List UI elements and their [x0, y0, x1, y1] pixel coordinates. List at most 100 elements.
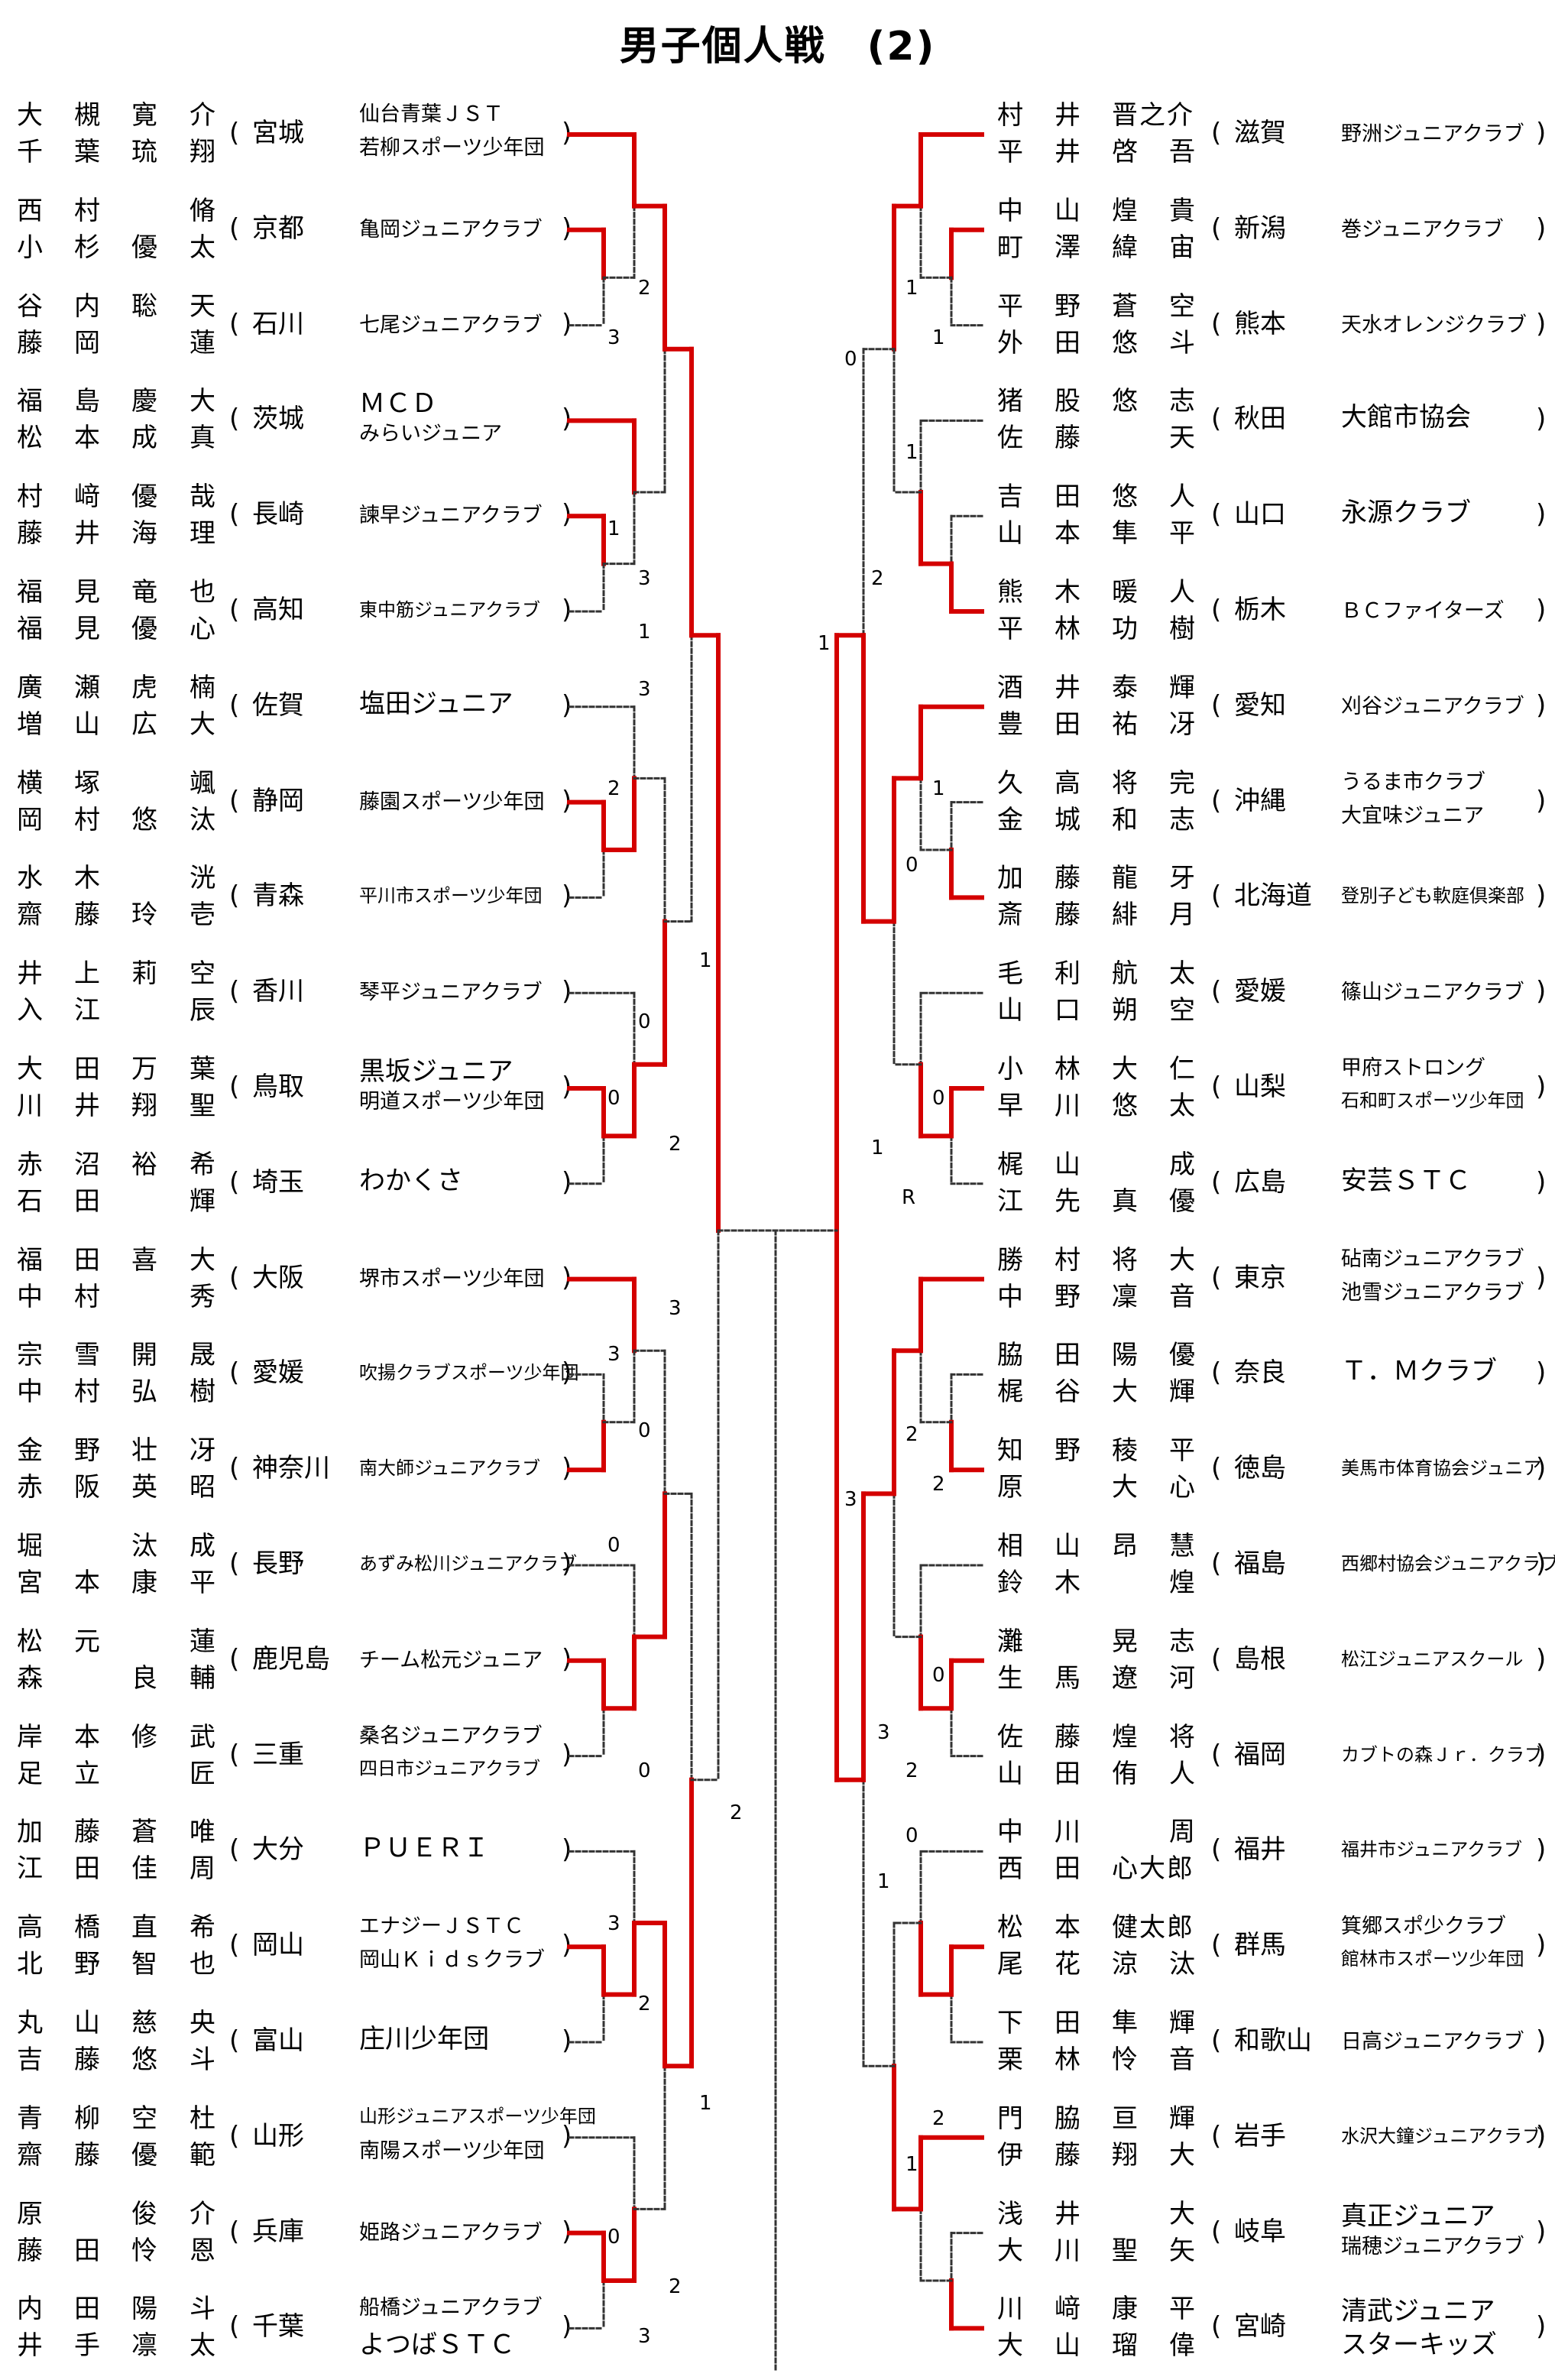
player-name-char: 平	[1169, 1435, 1195, 1467]
left-score: 0	[607, 1087, 620, 1110]
player-name-char: 井	[1054, 2198, 1080, 2229]
right-entry: 酒井泰輝豊田祐冴(愛知刈谷ジュニアクラブ)	[0, 670, 1555, 753]
player-name-char: 晃	[1112, 1626, 1138, 1657]
club-name: みらいジュニア	[359, 422, 503, 446]
player-name-char: 吉	[17, 2044, 43, 2075]
player-name-char: 煌	[1169, 1568, 1195, 1598]
left-entry: 丸山慈央吉藤悠斗(富山庄川少年団)	[0, 2005, 1555, 2088]
right-score: 2	[932, 1473, 945, 1496]
player-name-char: 赤	[17, 1149, 43, 1180]
player-name-char: 藤	[17, 518, 43, 550]
player-name-char: 音	[1169, 2044, 1195, 2075]
player-name-char: 川	[1054, 1817, 1080, 1848]
player-name-char: 太	[1169, 958, 1195, 990]
club-name: 永源クラブ	[1341, 498, 1471, 529]
right-score: 1	[932, 326, 945, 349]
player-name-char: 悠	[1112, 386, 1138, 417]
player-name-char: 和	[1112, 804, 1138, 835]
prefecture-label: 宮崎	[1234, 2311, 1286, 2343]
player-name-char: 人	[1169, 482, 1195, 513]
player-name-char: 江	[997, 1185, 1023, 1217]
player-name-char: 田	[74, 1244, 100, 1276]
player-name-char: 大	[190, 708, 215, 740]
close-paren: )	[1536, 1072, 1547, 1102]
player-name-char: 横	[17, 767, 43, 799]
player-name-char: 加	[17, 1817, 43, 1848]
player-name-char: 希	[190, 1912, 215, 1944]
player-name-char: 山	[997, 995, 1023, 1026]
player-name-char: 大	[17, 100, 43, 131]
club-name: 美馬市体育協会ジュニア	[1341, 1458, 1542, 1480]
close-paren: )	[1536, 1357, 1547, 1389]
club-name: 野洲ジュニアクラブ	[1341, 122, 1524, 146]
player-name-char: 虎	[131, 672, 157, 703]
player-name-char: 人	[1169, 1758, 1195, 1789]
player-name-char: 内	[74, 290, 100, 322]
player-name-char: 蒼	[131, 1817, 157, 1848]
player-name-char: 井	[74, 1091, 100, 1121]
player-name-char: 塚	[74, 767, 100, 799]
player-name-char: 槻	[74, 100, 100, 131]
player-name-char: 大	[997, 2330, 1023, 2362]
club-name: 南陽スポーツ少年団	[359, 2138, 545, 2163]
right-score: 1	[905, 277, 918, 300]
player-name-char: 斗	[190, 2294, 215, 2325]
right-score: 2	[905, 1759, 918, 1782]
player-name-char: 平	[997, 290, 1023, 322]
left-entry: 堀汰成宮本康平(長野あずみ松川ジュニアクラブ)	[0, 1529, 1555, 1611]
player-name-char: 冴	[1169, 708, 1195, 740]
close-paren: )	[1536, 1643, 1547, 1675]
player-name-char: 利	[1054, 958, 1080, 990]
player-name-char: 山	[74, 708, 100, 740]
club-name: 篠山ジュニアクラブ	[1341, 981, 1524, 1005]
left-score: 0	[638, 1759, 651, 1782]
player-name-char: 田	[1054, 708, 1080, 740]
player-name-char: 立	[74, 1758, 100, 1789]
open-paren: (	[229, 2025, 240, 2056]
player-name-char: 怜	[1112, 2044, 1138, 2075]
player-name-char: 辰	[190, 995, 215, 1026]
left-entry: 岸本修武足立匠(三重桑名ジュニアクラブ四日市ジュニアクラブ)	[0, 1720, 1555, 1802]
player-name-char: 小	[17, 232, 43, 263]
player-name-char: 生	[997, 1662, 1023, 1694]
prefecture-label: 愛媛	[1234, 976, 1286, 1007]
player-name-char: 山	[74, 2008, 100, 2038]
player-name-char: 太	[190, 2330, 215, 2362]
club-name: 松江ジュニアスクール	[1341, 1648, 1524, 1670]
prefecture-label: 高知	[252, 595, 304, 625]
club-name: 刈谷ジュニアクラブ	[1341, 694, 1524, 718]
player-name-char: 寛	[131, 100, 157, 131]
player-name-char: 村	[74, 1281, 100, 1312]
player-name-char: 樹	[190, 1376, 215, 1408]
right-score: 3	[877, 1721, 890, 1744]
prefecture-label: 島根	[1234, 1643, 1286, 1675]
player-name-char: 昂	[1112, 1531, 1138, 1561]
player-name-char: 本	[1054, 1912, 1080, 1944]
prefecture-label: 和歌山	[1234, 2025, 1312, 2056]
player-name-char: 優	[131, 2139, 157, 2171]
player-name-char: 本	[1054, 518, 1080, 550]
player-name-char: 脇	[1054, 2103, 1080, 2134]
player-name-char: 熊	[997, 577, 1023, 608]
player-name-char: 田	[1054, 1853, 1080, 1885]
player-name-char: 牙	[1169, 863, 1195, 894]
player-name-char: 唯	[190, 1817, 215, 1848]
close-paren: )	[562, 308, 572, 339]
player-name-char: 功	[1112, 614, 1138, 644]
player-name-char: 智	[131, 1949, 157, 1980]
club-name: 諫早ジュニアクラブ	[359, 504, 543, 528]
player-name-char: 修	[131, 1721, 157, 1753]
right-score: 3	[844, 1488, 857, 1511]
close-paren: )	[1536, 2120, 1547, 2151]
prefecture-label: 大分	[252, 1834, 304, 1866]
club-name: 山形ジュニアスポーツ少年団	[359, 2105, 596, 2127]
prefecture-label: 群馬	[1234, 1930, 1286, 1961]
player-name-char: 稜	[1112, 1435, 1138, 1467]
player-name-char: 井	[74, 518, 100, 550]
open-paren: (	[229, 2311, 240, 2343]
right-score: 2	[932, 2107, 945, 2130]
player-name-char: 太	[190, 232, 215, 263]
prefecture-label: 岐阜	[1234, 2216, 1286, 2247]
